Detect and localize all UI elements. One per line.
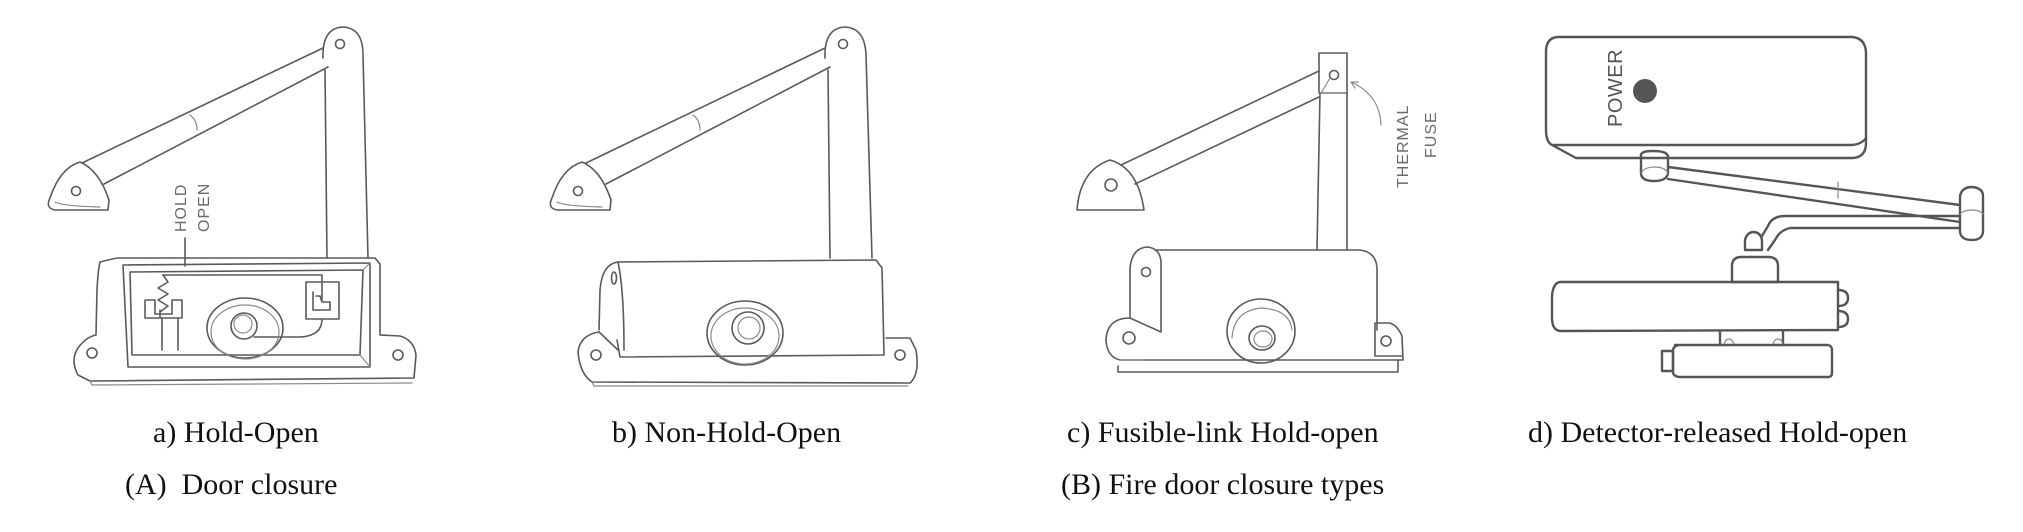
figure-drawings: HOLD OPEN xyxy=(47,26,1985,387)
caption-panel-b: b) Non-Hold-Open xyxy=(612,416,842,449)
power-label: POWER xyxy=(1605,49,1627,127)
caption-panel-d: d) Detector-released Hold-open xyxy=(1528,416,1908,449)
hold-label: HOLD xyxy=(173,184,190,232)
door-closer-hold-open-drawing: HOLD OPEN xyxy=(47,26,417,386)
power-indicator-icon xyxy=(1633,79,1657,103)
door-closer-fusible-link-drawing: THERMAL FUSE xyxy=(1076,52,1440,373)
caption-panel-c: c) Fusible-link Hold-open xyxy=(1067,416,1379,449)
open-label: OPEN xyxy=(196,183,213,232)
thermal-label: THERMAL xyxy=(1395,105,1412,188)
group-caption-door-closure: (A) Door closure xyxy=(125,468,338,501)
fuse-label: FUSE xyxy=(1423,111,1440,158)
door-closer-non-hold-open-drawing xyxy=(549,26,918,387)
door-closer-detector-released-drawing: POWER xyxy=(1544,35,1985,379)
caption-panel-a: a) Hold-Open xyxy=(153,416,319,449)
group-caption-fire-door-closure-types: (B) Fire door closure types xyxy=(1061,468,1385,501)
